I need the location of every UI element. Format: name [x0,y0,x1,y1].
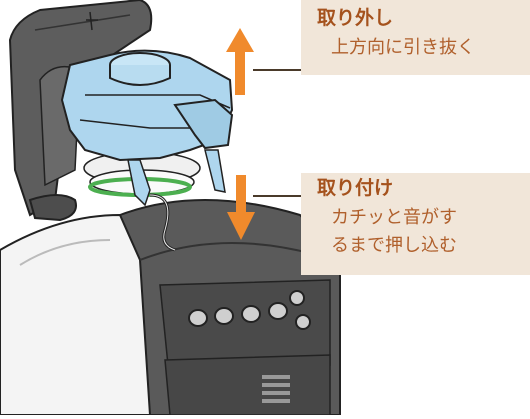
machine-body [0,199,341,416]
remove-callout: 取り外し 上方向に引き抜く [301,0,530,75]
attach-title: 取り付け [317,177,394,199]
remove-title: 取り外し [317,7,394,29]
attach-callout: 取り付け カチッと音がす るまで押し込む [301,173,530,275]
attach-description-line2: るまで押し込む [331,235,457,256]
removable-part [60,49,234,207]
up-arrow-icon [226,28,254,95]
attach-description-line1: カチッと音がす [331,207,457,228]
vent-logo [262,375,290,403]
control-buttons [188,290,311,330]
remove-description: 上方向に引き抜く [331,37,475,58]
down-arrow-icon [227,175,255,240]
